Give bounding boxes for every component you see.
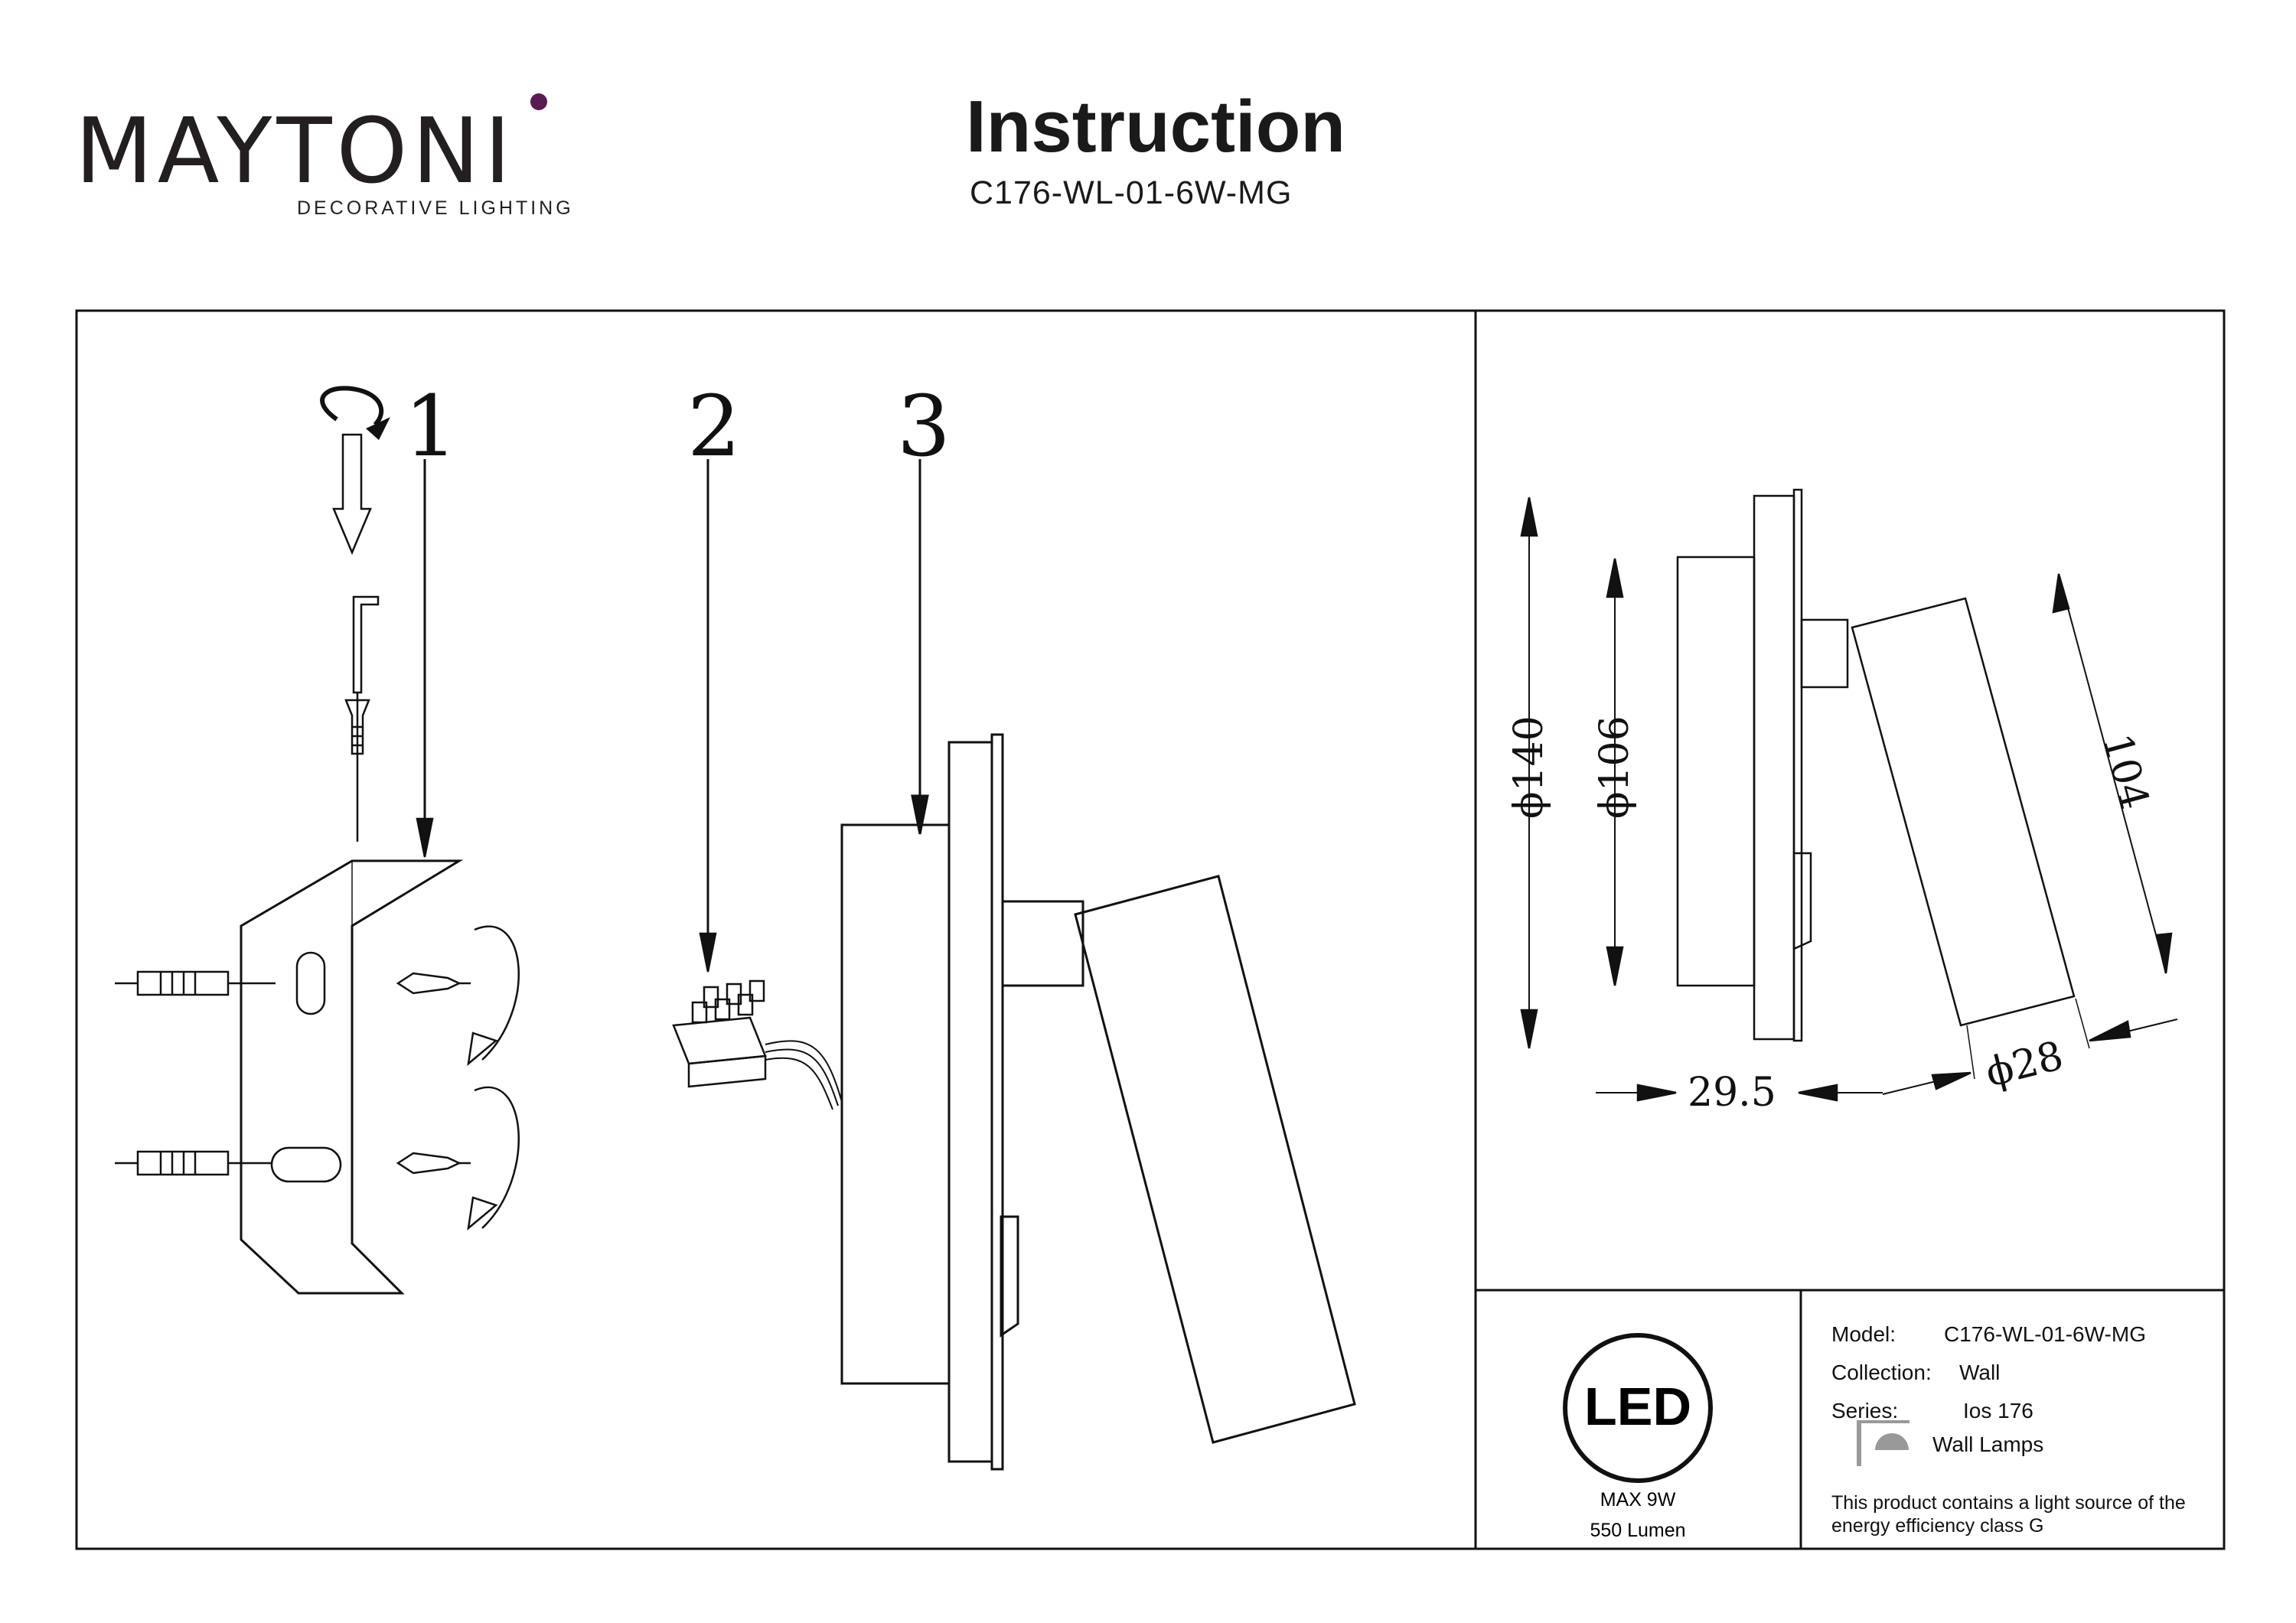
spec-category: Wall Lamps [1932,1432,2044,1456]
step-1-bracket [115,386,520,1295]
spec-collection-value: Wall [1959,1361,2001,1384]
page-title: Instruction [966,86,1345,168]
step-2-terminal [672,459,843,1110]
step-number-1: 1 [404,377,458,475]
rotate-icon [320,386,384,427]
step-number-3: 3 [897,377,951,475]
dim-lamp-length-label: 104 [2093,729,2157,814]
step-number-2: 2 [687,377,741,475]
led-power: MAX 9W [1600,1489,1676,1511]
spec-collection-label: Collection: [1831,1361,1932,1384]
dim-height-label: ϕ140 [1506,715,1552,819]
spec-series-value: Ios 176 [1963,1399,2033,1423]
wall-lamp-icon [1857,1420,1910,1466]
dimension-drawing [1520,488,2178,1102]
dim-depth-label: 29.5 [1688,1070,1776,1116]
model-code: C176-WL-01-6W-MG [970,174,1293,211]
led-badge-label: LED [1584,1377,1691,1436]
brand-logo-dot [530,93,547,110]
dim-lamp-diameter-label: ϕ28 [1981,1033,2068,1097]
brand-tagline: DECORATIVE LIGHTING [297,197,574,219]
spec-model-value: C176-WL-01-6W-MG [1944,1322,2146,1346]
brand-logo: MAYTONI [75,98,516,204]
led-lumen: 550 Lumen [1590,1520,1685,1541]
energy-note-line2: energy efficiency class G [1831,1515,2044,1537]
outer-frame [75,309,2226,1550]
led-badge-circle [1563,1333,1713,1483]
spec-model-label: Model: [1831,1322,1896,1346]
energy-note-line1: This product contains a light source of … [1831,1492,2186,1514]
spec-series-label: Series: [1831,1399,1899,1423]
step-3-lamp [840,459,1356,1471]
dim-plate-label: ϕ106 [1592,715,1638,819]
